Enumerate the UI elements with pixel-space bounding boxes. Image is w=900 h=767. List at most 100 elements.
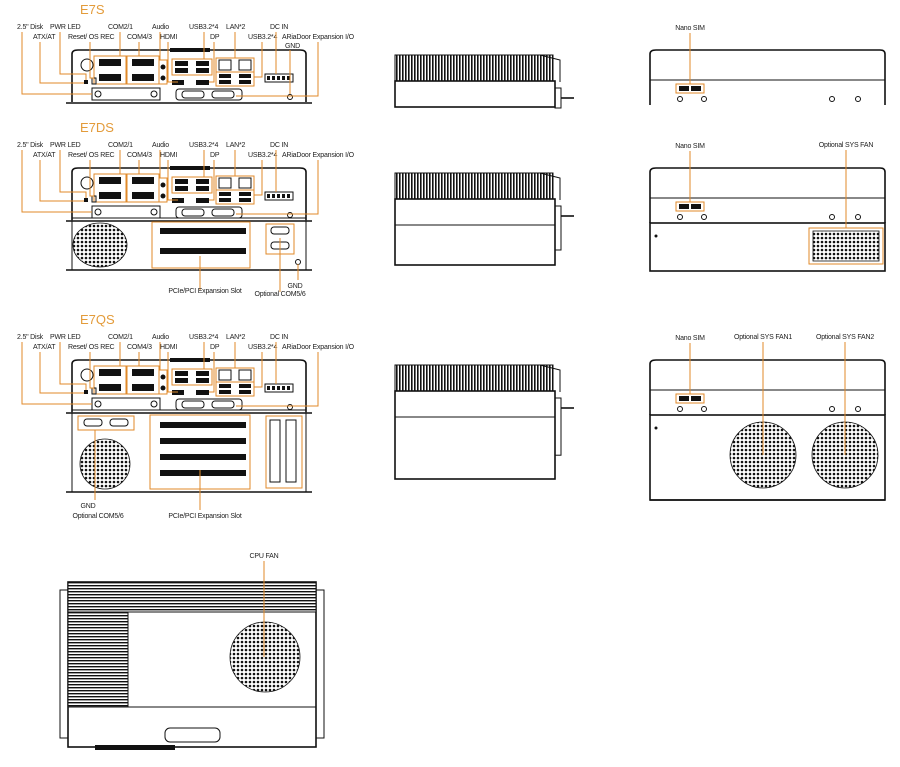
pwr-led: [84, 80, 88, 84]
terminal-pin: [272, 76, 275, 80]
terminal-pin: [282, 386, 285, 390]
label-disk: 2.5" Disk: [17, 142, 44, 149]
rear-chassis: [649, 49, 886, 105]
callout-line: [39, 352, 84, 394]
label-gnd: GND: [285, 43, 300, 50]
callout-line: [59, 32, 87, 80]
terminal-pin: [277, 76, 280, 80]
label-dp: DP: [210, 152, 220, 159]
callout-line: [167, 160, 178, 201]
com-port: [99, 74, 121, 81]
pcie-slot-group: [151, 221, 251, 269]
dp-port: [196, 198, 209, 203]
heatsink-edge: [539, 364, 561, 392]
callout-line: [21, 32, 92, 95]
usb-group-top: [171, 176, 213, 194]
side-chassis: [394, 80, 556, 108]
screw-icon: [829, 96, 835, 102]
label-ariadoor: ARiaDoor Expansion I/O: [282, 344, 355, 351]
side-chassis: [394, 198, 556, 266]
usb-port: [196, 179, 209, 184]
label-nano-sim: Nano SIM: [675, 25, 705, 32]
audio-jack: [160, 64, 166, 70]
lan-port: [238, 177, 252, 189]
terminal-pin: [277, 194, 280, 198]
usb-port: [239, 390, 251, 394]
disk-lock-icon: [80, 58, 94, 72]
label-pwr-led: PWR LED: [50, 142, 81, 149]
com-port: [99, 369, 121, 376]
screw-icon: [829, 214, 835, 220]
disk-lock-icon: [80, 176, 94, 190]
sim-slot: [691, 396, 701, 401]
terminal-pin: [287, 76, 290, 80]
com-port: [132, 192, 154, 199]
heatsink-fins: [394, 364, 554, 392]
heatsink-fins: [394, 54, 554, 82]
usb-group-bottom: [215, 189, 255, 205]
pwr-led: [84, 390, 88, 394]
label-sys-fan: Optional SYS FAN1: [734, 334, 792, 341]
callout-line: [21, 342, 92, 405]
screw-icon: [677, 96, 683, 102]
usb-port: [196, 186, 209, 191]
label-expansion-slot: PCIe/PCI Expansion Slot: [168, 288, 241, 295]
label-lan: LAN*2: [226, 334, 246, 341]
db9-port: [109, 418, 129, 427]
usb-port: [219, 74, 231, 78]
screw-icon: [654, 234, 658, 238]
pcie-slot: [160, 438, 246, 444]
com-port: [132, 74, 154, 81]
usb-port: [196, 61, 209, 66]
optional-com-group: [77, 415, 135, 431]
dc-in-terminal: [264, 73, 294, 83]
usb-port: [219, 192, 231, 196]
disk-lock-icon: [80, 368, 94, 382]
label-nano-sim: Nano SIM: [675, 143, 705, 150]
label-dp: DP: [210, 344, 220, 351]
screw-icon: [855, 406, 861, 412]
label-nano-sim: Nano SIM: [675, 335, 705, 342]
lan-port: [218, 177, 232, 189]
screw-icon: [150, 400, 158, 408]
label-usb-bottom: USB3.2*4: [248, 344, 277, 351]
audio-jacks: [158, 177, 168, 203]
label-audio: Audio: [152, 142, 169, 149]
usb-port: [219, 80, 231, 84]
screw-icon: [677, 406, 683, 412]
label-expansion-slot: PCIe/PCI Expansion Slot: [168, 513, 241, 520]
label-com43: COM4/3: [127, 152, 152, 159]
usb-port: [239, 192, 251, 196]
callout-line: [59, 342, 87, 390]
screw-icon: [701, 214, 707, 220]
screw-icon: [677, 214, 683, 220]
vent-slot: [170, 358, 210, 362]
label-dc-in: DC IN: [270, 24, 288, 31]
label-com21: COM2/1: [108, 142, 133, 149]
callout-line: [254, 352, 263, 388]
usb-port: [175, 186, 188, 191]
label-reset: Reset/ OS REC: [68, 344, 115, 351]
usb-port: [196, 378, 209, 383]
callout-line: [21, 150, 92, 213]
label-atx: ATX/AT: [33, 344, 56, 351]
label-usb-top: USB3.2*4: [189, 334, 218, 341]
label-hdmi: HDMI: [160, 344, 177, 351]
db9-port: [211, 400, 235, 409]
label-cpu-fan: CPU FAN: [250, 553, 279, 560]
pcie-slot: [160, 248, 246, 254]
screw-icon: [855, 214, 861, 220]
com-port: [99, 384, 121, 391]
usb-port: [175, 378, 188, 383]
db9-port: [181, 90, 205, 99]
label-atx: ATX/AT: [33, 34, 56, 41]
terminal-pin: [282, 76, 285, 80]
sim-slot: [691, 86, 701, 91]
usb-port: [219, 390, 231, 394]
pwr-led: [84, 198, 88, 202]
disk-tray: [91, 397, 161, 411]
audio-jack: [160, 193, 166, 199]
label-ariadoor: ARiaDoor Expansion I/O: [282, 34, 355, 41]
pcie-slot: [160, 422, 246, 428]
callout-line: [167, 352, 178, 393]
